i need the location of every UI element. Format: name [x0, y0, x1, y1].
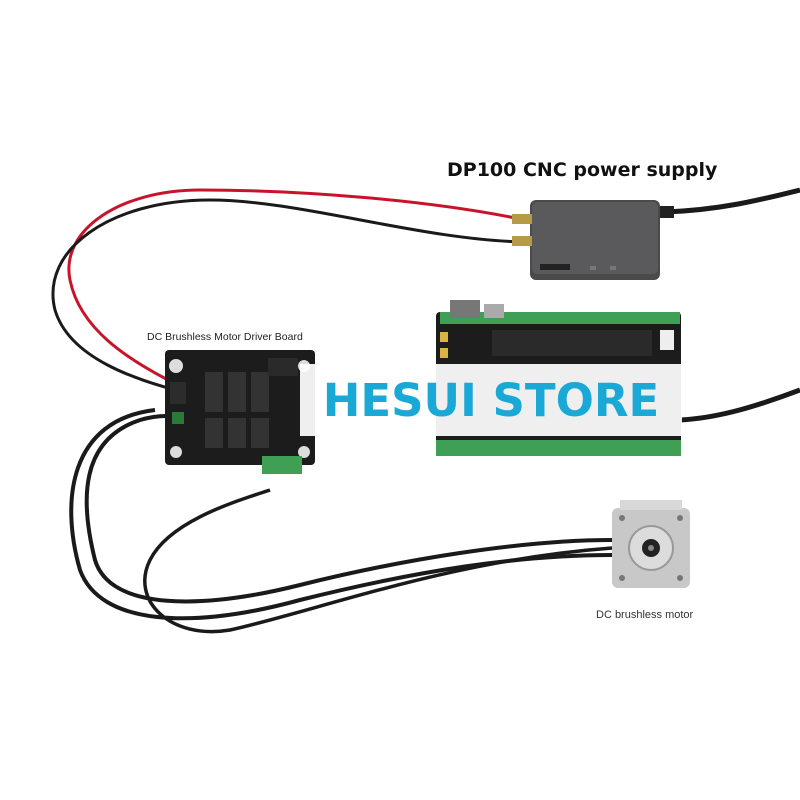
motor-cable-2	[69, 408, 613, 621]
dp100-power-supply	[512, 200, 674, 280]
controller-cable	[679, 387, 800, 423]
dc-brushless-motor	[612, 500, 690, 588]
store-watermark: HESUI STORE	[300, 364, 682, 436]
red-wire	[67, 188, 526, 382]
black-wire	[51, 198, 526, 392]
motor-cable-1	[84, 414, 613, 604]
signal-cable	[143, 488, 613, 634]
psu-input-cable	[664, 187, 800, 215]
driver-board-label: DC Brushless Motor Driver Board	[147, 331, 303, 343]
power-supply-label: DP100 CNC power supply	[447, 159, 718, 181]
driver-board	[165, 350, 315, 474]
motor-label: DC brushless motor	[596, 609, 694, 621]
watermark-text: HESUI STORE	[322, 373, 660, 427]
